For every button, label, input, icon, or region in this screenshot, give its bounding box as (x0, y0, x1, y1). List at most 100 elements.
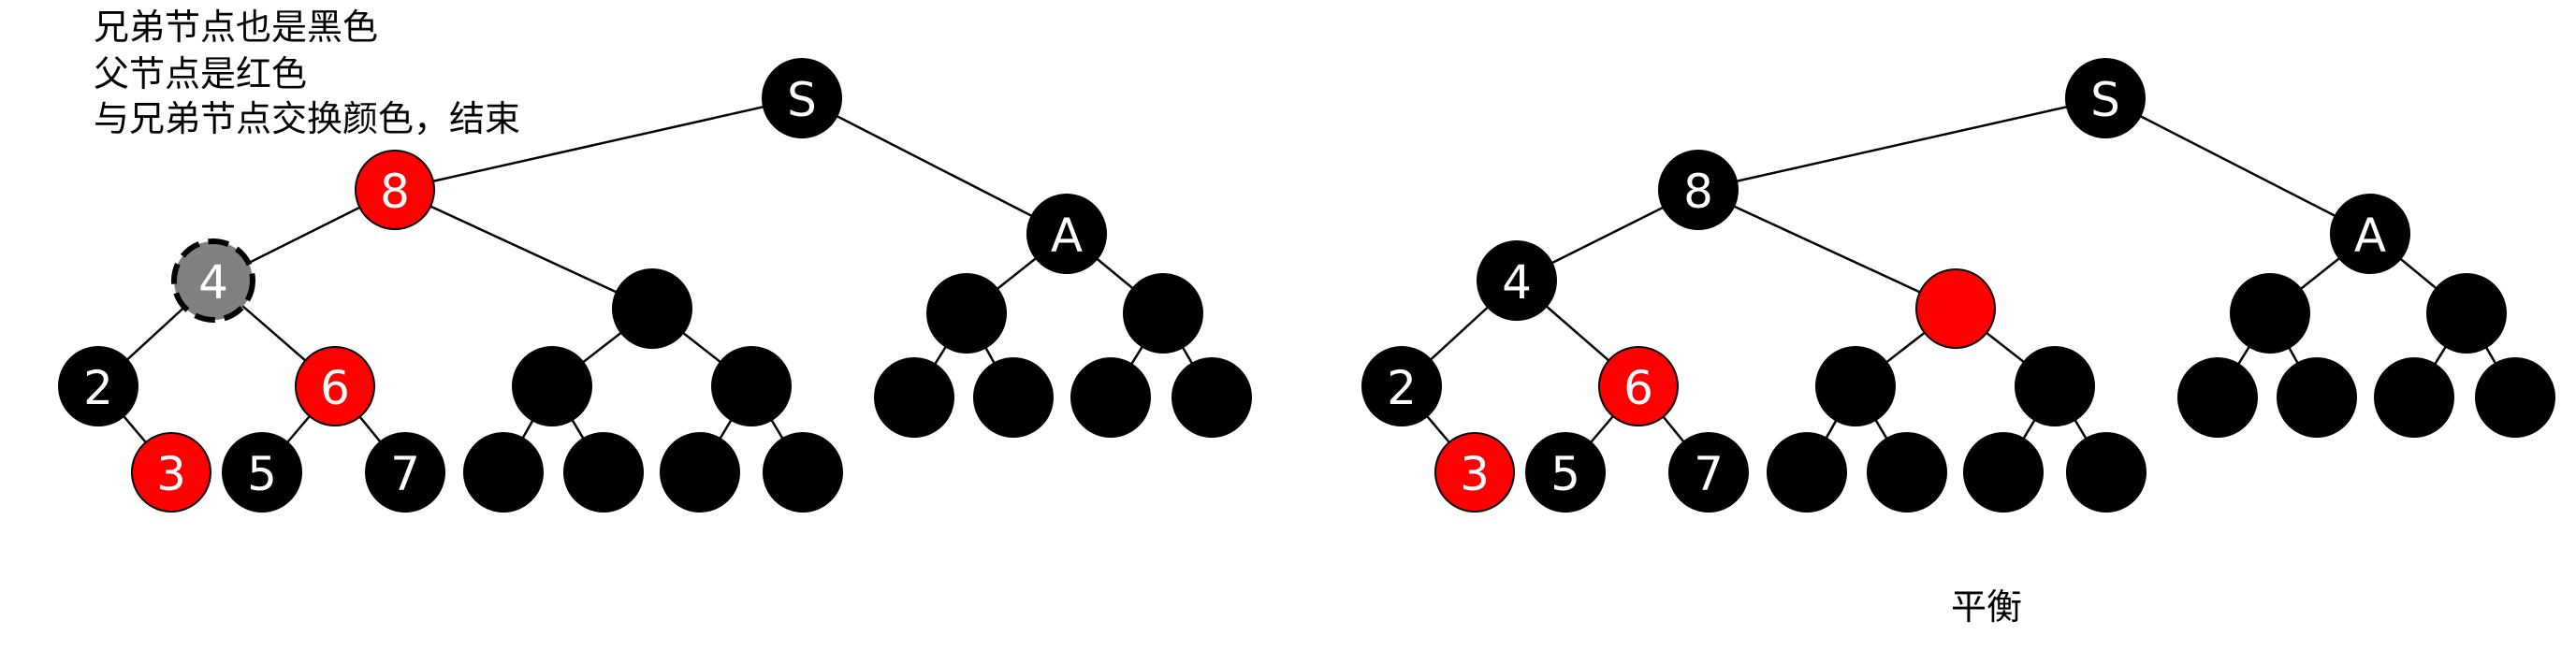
node-circle-after-sl (1815, 346, 1896, 426)
node-after-all (2177, 357, 2258, 438)
node-after-2: 2 (1361, 346, 1442, 426)
node-circle-after-7 (1668, 432, 1749, 513)
node-circle-before-al (926, 273, 1007, 354)
node-after-s (1915, 268, 1996, 349)
node-circle-before-ar (1123, 273, 1203, 354)
node-before-ar (1123, 273, 1203, 354)
edge-before-8-s (394, 188, 653, 311)
node-circle-after-2 (1361, 346, 1442, 426)
edges-layer (97, 96, 2517, 473)
node-circle-after-s (1915, 268, 1996, 349)
node-circle-after-4 (1477, 240, 1557, 321)
node-circle-after-slr (1867, 432, 1947, 513)
node-circle-after-arr (2475, 357, 2555, 438)
node-circle-before-4 (171, 238, 255, 323)
node-label-before-A: A (1051, 209, 1083, 263)
node-label-after-4: 4 (1502, 255, 1532, 310)
node-after-8: 8 (1658, 150, 1739, 230)
node-circle-after-5 (1525, 432, 1606, 513)
node-circle-after-A (2330, 194, 2410, 274)
node-before-6: 6 (295, 346, 375, 426)
node-label-after-A: A (2354, 209, 2386, 263)
node-circle-after-S (2065, 58, 2146, 138)
node-before-arr (1172, 357, 1252, 438)
node-label-before-2: 2 (83, 361, 113, 415)
node-circle-before-sll (463, 432, 544, 513)
edge-after-8-s (1697, 188, 1957, 311)
node-label-after-S: S (2090, 73, 2120, 127)
caption-balanced: 平衡 (1951, 586, 2023, 628)
node-before-sll (463, 432, 544, 513)
node-after-alr (2277, 357, 2357, 438)
node-label-before-S: S (787, 73, 817, 127)
node-before-S: S (762, 58, 842, 138)
node-after-srr (2066, 432, 2147, 513)
node-before-2: 2 (58, 346, 138, 426)
node-circle-before-2 (58, 346, 138, 426)
node-circle-after-srl (1963, 432, 2044, 513)
node-circle-before-3 (131, 432, 211, 513)
node-before-srl (660, 432, 740, 513)
node-after-arr (2475, 357, 2555, 438)
node-circle-before-6 (295, 346, 375, 426)
node-circle-before-arr (1172, 357, 1252, 438)
node-circle-before-s (612, 268, 692, 349)
node-circle-before-sr (711, 346, 792, 426)
node-after-srl (1963, 432, 2044, 513)
node-circle-before-alr (973, 357, 1054, 438)
node-label-after-3: 3 (1460, 447, 1490, 501)
node-circle-after-arl (2374, 357, 2454, 438)
node-circle-before-sl (512, 346, 592, 426)
edge-after-S-A (2104, 96, 2371, 236)
node-circle-after-sll (1767, 432, 1847, 513)
node-circle-before-5 (222, 432, 302, 513)
node-circle-before-all (874, 357, 954, 438)
node-label-after-6: 6 (1623, 361, 1653, 415)
node-circle-after-srr (2066, 432, 2147, 513)
node-before-sr (711, 346, 792, 426)
node-label-before-7: 7 (390, 447, 420, 501)
node-before-s (612, 268, 692, 349)
edge-before-S-8 (394, 96, 803, 192)
node-before-4: 4 (171, 238, 255, 323)
node-before-all (874, 357, 954, 438)
node-circle-after-8 (1658, 150, 1739, 230)
node-circle-before-7 (365, 432, 445, 513)
node-before-alr (973, 357, 1054, 438)
edge-after-S-8 (1697, 96, 2106, 192)
node-after-5: 5 (1525, 432, 1606, 513)
node-circle-before-8 (355, 150, 435, 230)
node-circle-before-slr (563, 432, 644, 513)
node-before-sl (512, 346, 592, 426)
node-before-al (926, 273, 1007, 354)
node-before-7: 7 (365, 432, 445, 513)
node-after-3: 3 (1434, 432, 1515, 513)
node-after-7: 7 (1668, 432, 1749, 513)
note-line-2: 父节点是红色 (94, 53, 308, 94)
node-after-sr (2015, 346, 2095, 426)
node-after-sll (1767, 432, 1847, 513)
node-after-6: 6 (1598, 346, 1679, 426)
node-before-slr (563, 432, 644, 513)
node-before-8: 8 (355, 150, 435, 230)
node-before-srr (763, 432, 843, 513)
node-label-before-4: 4 (198, 255, 228, 310)
node-circle-before-S (762, 58, 842, 138)
node-after-sl (1815, 346, 1896, 426)
node-label-after-8: 8 (1683, 165, 1713, 219)
node-circle-after-all (2177, 357, 2258, 438)
edge-before-S-A (801, 96, 1068, 236)
node-circle-after-alr (2277, 357, 2357, 438)
node-label-after-7: 7 (1694, 447, 1724, 501)
node-circle-before-A (1026, 194, 1107, 274)
node-after-arl (2374, 357, 2454, 438)
node-circle-after-3 (1434, 432, 1515, 513)
node-after-slr (1867, 432, 1947, 513)
node-after-ar (2426, 273, 2507, 354)
node-circle-after-al (2230, 273, 2310, 354)
node-label-after-2: 2 (1387, 361, 1417, 415)
node-after-A: A (2330, 194, 2410, 274)
node-label-before-5: 5 (247, 447, 277, 501)
node-label-before-8: 8 (380, 165, 410, 219)
